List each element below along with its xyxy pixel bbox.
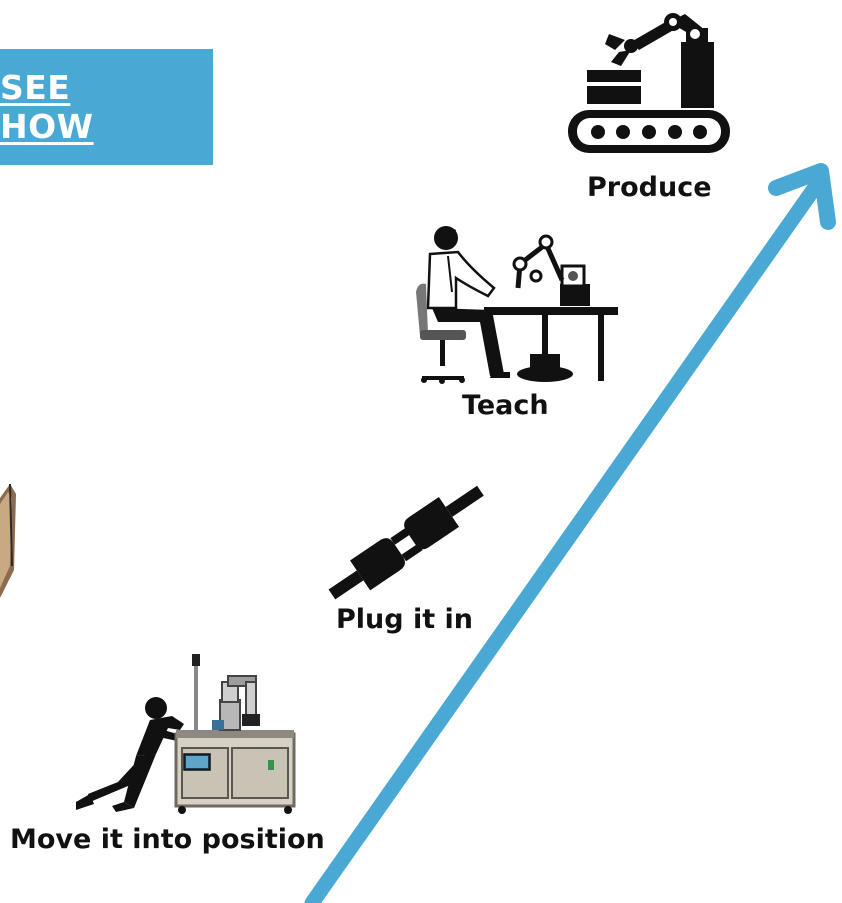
- step-teach-label: Teach: [462, 390, 549, 421]
- person-teaching-robot-icon: [416, 226, 618, 384]
- step-produce-label: Produce: [587, 172, 712, 203]
- robot-arm-conveyor-icon: [568, 13, 730, 153]
- partial-device-image: [0, 483, 16, 598]
- step-plug-label: Plug it in: [336, 604, 474, 635]
- plug-icon: [328, 485, 484, 600]
- step-move-label: Move it into position: [10, 824, 325, 855]
- see-how-button[interactable]: SEE HOW: [0, 49, 213, 165]
- person-pushing-robot-cart-icon: [76, 654, 296, 814]
- see-how-label: SEE HOW: [0, 68, 94, 146]
